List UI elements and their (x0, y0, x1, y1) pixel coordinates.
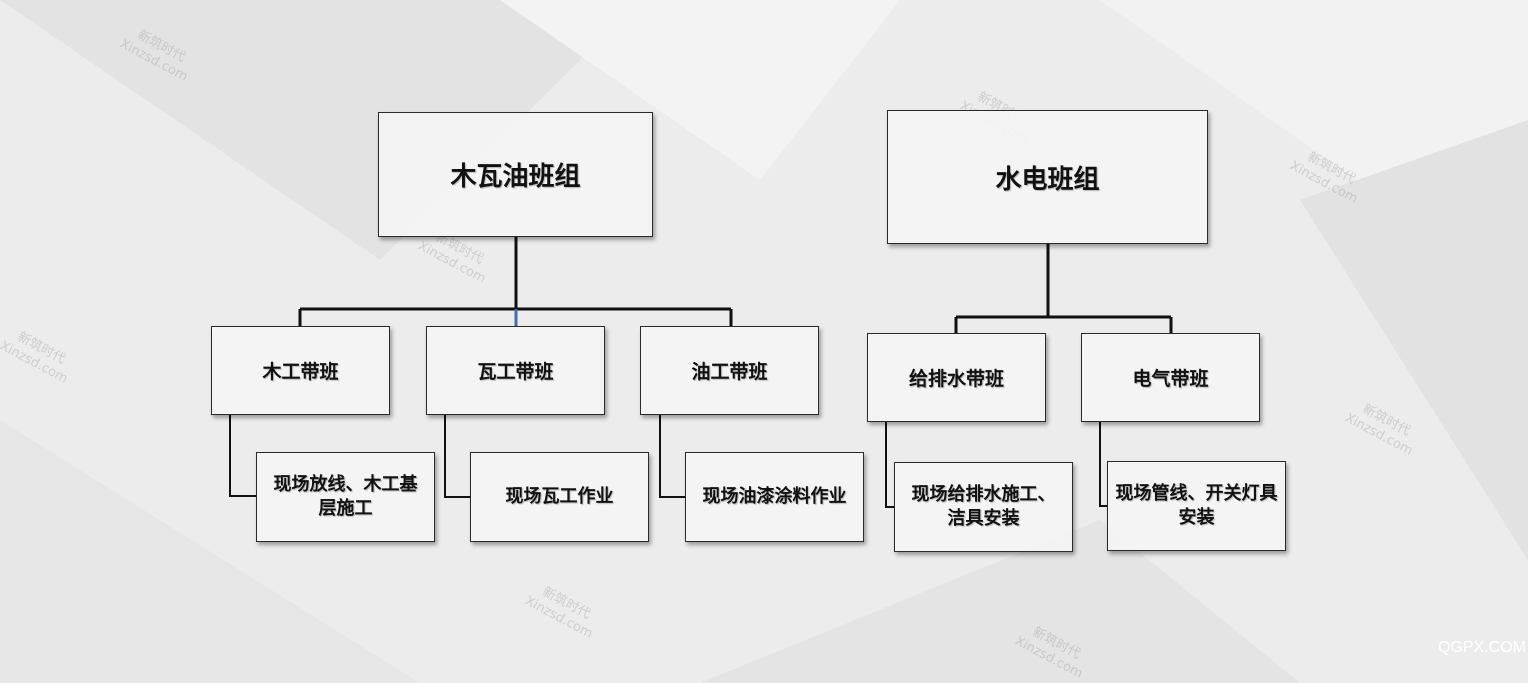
group-title-box: 水电班组 (887, 110, 1208, 244)
corner-watermark: QGPX.COM (1437, 639, 1526, 656)
team-box: 瓦工带班 (426, 326, 605, 415)
team-box: 给排水带班 (867, 333, 1046, 422)
task-box: 现场给排水施工、洁具安装 (894, 462, 1073, 552)
task-box: 现场管线、开关灯具安装 (1107, 461, 1286, 551)
task-box: 现场放线、木工基层施工 (256, 452, 435, 542)
task-box: 现场瓦工作业 (470, 452, 649, 542)
team-box: 木工带班 (211, 326, 390, 415)
team-box: 电气带班 (1081, 333, 1260, 422)
team-box: 油工带班 (640, 326, 819, 415)
group-title-box: 木瓦油班组 (378, 112, 653, 237)
task-box: 现场油漆涂料作业 (685, 452, 864, 542)
